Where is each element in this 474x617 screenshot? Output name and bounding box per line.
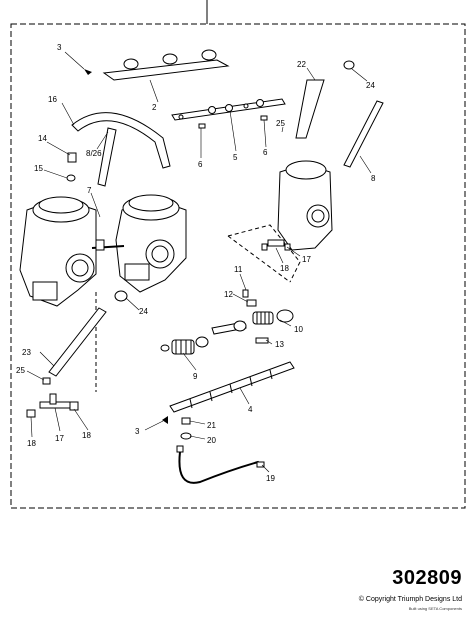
spring-9 — [160, 320, 247, 355]
callout-23: 23 — [22, 348, 31, 357]
callout-2: 2 — [152, 103, 157, 112]
tee-17-right — [267, 239, 285, 247]
callout-25-lower: 25 — [16, 366, 25, 375]
cable-end-b — [256, 461, 265, 468]
small-print-note: Built using SETA Components — [408, 606, 462, 611]
callout-17-left: 17 — [55, 434, 64, 443]
diagram-part-number: 302809 — [392, 567, 462, 589]
callout-3-lower: 3 — [135, 427, 140, 436]
spring-10 — [252, 309, 294, 325]
cap-18-right-a — [261, 243, 268, 251]
callout-18-right: 18 — [280, 264, 289, 273]
callout-13: 13 — [275, 340, 284, 349]
screw-6-left — [198, 123, 206, 129]
bolt-13 — [255, 337, 269, 344]
callout-4: 4 — [248, 405, 253, 414]
cap-18-left-b — [69, 401, 79, 411]
washer-15 — [66, 174, 76, 182]
callout-21: 21 — [207, 421, 216, 430]
cable-19 — [178, 451, 263, 484]
callout-11: 11 — [234, 265, 243, 274]
hose-23 — [48, 307, 107, 377]
callout-25-top: 25 — [276, 119, 285, 128]
elbow-12 — [246, 299, 257, 307]
copyright-notice: © Copyright Triumph Designs Ltd — [358, 596, 462, 603]
connector-dash — [227, 224, 301, 283]
leader-lines — [26, 51, 372, 473]
cap-18-left-a — [26, 409, 36, 418]
callout-24-top: 24 — [366, 81, 375, 90]
carburettor-left-pair — [19, 194, 187, 307]
plug-14 — [67, 152, 77, 163]
hose-8 — [343, 100, 384, 168]
callout-15: 15 — [34, 164, 43, 173]
callout-18-left-b: 18 — [82, 431, 91, 440]
callout-22: 22 — [297, 60, 306, 69]
callout-3-top: 3 — [57, 43, 62, 52]
callout-8: 8 — [371, 174, 376, 183]
lower-rail — [169, 361, 295, 413]
fuel-rail-upper — [102, 49, 230, 81]
screw-21 — [181, 417, 191, 425]
callout-7: 7 — [87, 186, 92, 195]
callout-17-right: 17 — [302, 255, 311, 264]
callout-19: 19 — [266, 474, 275, 483]
hose-8-26 — [97, 127, 117, 187]
callout-10: 10 — [294, 325, 303, 334]
diagram-border — [10, 23, 466, 509]
hose-22 — [295, 79, 325, 139]
hose-16 — [71, 112, 171, 169]
cap-24-top — [343, 60, 355, 70]
callout-9: 9 — [193, 372, 198, 381]
callout-20: 20 — [207, 436, 216, 445]
cap-24-mid — [114, 290, 128, 302]
callout-12: 12 — [224, 290, 233, 299]
callout-5: 5 — [233, 153, 238, 162]
carburettor-right — [277, 160, 333, 251]
clip-lower — [162, 416, 168, 424]
callout-14: 14 — [38, 134, 47, 143]
callout-6-right: 6 — [263, 148, 268, 157]
callout-16: 16 — [48, 95, 57, 104]
mounting-bracket — [171, 98, 286, 121]
callout-24-mid: 24 — [139, 307, 148, 316]
screw-6-right — [260, 115, 268, 121]
callout-18-left-a: 18 — [27, 439, 36, 448]
clip-25-lower — [42, 377, 51, 385]
cable-end-a — [176, 445, 184, 453]
tee-17-left — [39, 393, 71, 409]
washer-20 — [180, 432, 192, 440]
callout-6-left: 6 — [198, 160, 203, 169]
callout-8-26: 8/26 — [86, 149, 102, 158]
clip-top — [84, 69, 92, 75]
screw-11 — [242, 289, 249, 298]
